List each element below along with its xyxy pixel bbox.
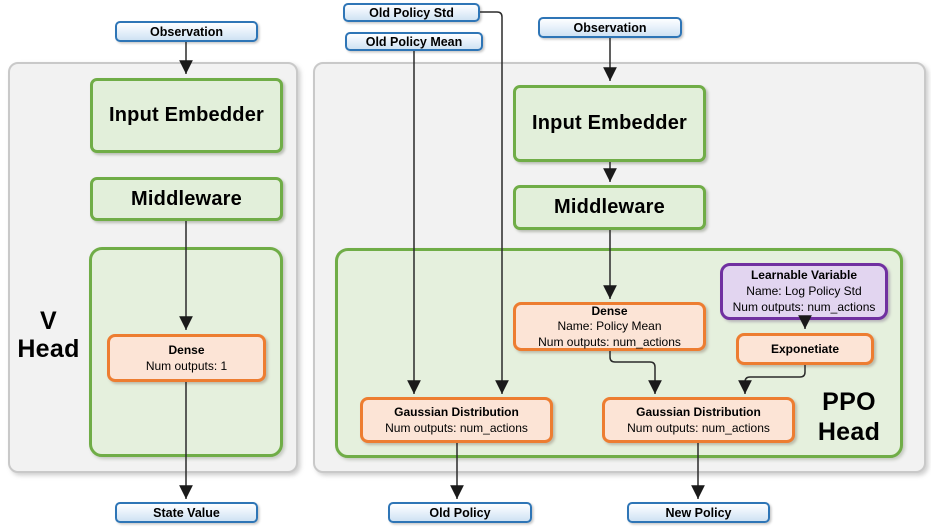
new-policy-output-label: New Policy <box>665 505 732 520</box>
ppo-dense-num-outputs: Num outputs: num_actions <box>538 334 681 349</box>
learnable-variable-num-outputs: Num outputs: num_actions <box>732 300 876 314</box>
old-policy-mean-label: Old Policy Mean <box>365 34 463 49</box>
ppo-input-embedder-label: Input Embedder <box>531 112 688 134</box>
v-dense-num-outputs: Num outputs: 1 <box>145 358 228 373</box>
gaussian-distribution-old-node: Gaussian Distribution Num outputs: num_a… <box>360 397 553 443</box>
learnable-variable-node: Learnable Variable Name: Log Policy Std … <box>720 263 888 320</box>
v-observation-label: Observation <box>150 24 223 39</box>
ppo-dense-node: Dense Name: Policy Mean Num outputs: num… <box>513 302 706 351</box>
old-policy-mean-node: Old Policy Mean <box>345 32 483 51</box>
old-policy-output-label: Old Policy <box>429 505 491 520</box>
gaussian-new-title: Gaussian Distribution <box>636 405 761 419</box>
gaussian-old-title: Gaussian Distribution <box>394 405 519 419</box>
old-policy-std-label: Old Policy Std <box>369 5 454 20</box>
learnable-variable-name: Name: Log Policy Std <box>746 284 862 298</box>
ppo-dense-name: Name: Policy Mean <box>557 319 662 334</box>
ppo-observation-node: Observation <box>538 17 682 38</box>
v-observation-node: Observation <box>115 21 258 42</box>
state-value-node: State Value <box>115 502 258 523</box>
v-head-title: V Head <box>8 307 89 363</box>
v-middleware-label: Middleware <box>131 187 242 210</box>
v-input-embedder-label: Input Embedder <box>108 104 265 126</box>
ppo-dense-title: Dense <box>591 303 628 318</box>
old-policy-output-node: Old Policy <box>388 502 532 523</box>
ppo-middleware-label: Middleware <box>554 196 665 218</box>
v-dense-node: Dense Num outputs: 1 <box>107 334 266 382</box>
ppo-observation-label: Observation <box>573 20 647 35</box>
state-value-label: State Value <box>153 505 220 520</box>
v-head-title-line2: Head <box>17 335 80 363</box>
gaussian-distribution-new-node: Gaussian Distribution Num outputs: num_a… <box>602 397 795 443</box>
ppo-head-title-line2: Head <box>817 418 881 446</box>
v-middleware-node: Middleware <box>90 177 283 221</box>
ppo-middleware-node: Middleware <box>513 185 706 230</box>
ppo-head-title: PPO Head <box>795 387 903 447</box>
gaussian-old-num-outputs: Num outputs: num_actions <box>385 420 528 435</box>
v-head-title-line1: V <box>40 307 57 335</box>
ppo-input-embedder-node: Input Embedder <box>513 85 706 162</box>
new-policy-output-node: New Policy <box>627 502 770 523</box>
old-policy-std-node: Old Policy Std <box>343 3 480 22</box>
v-input-embedder-node: Input Embedder <box>90 78 283 153</box>
gaussian-new-num-outputs: Num outputs: num_actions <box>627 420 770 435</box>
exponetiate-label: Exponetiate <box>770 341 839 356</box>
v-dense-title: Dense <box>168 343 205 357</box>
learnable-variable-title: Learnable Variable <box>750 268 858 282</box>
exponetiate-node: Exponetiate <box>736 333 874 365</box>
ppo-head-title-line1: PPO <box>822 388 876 416</box>
